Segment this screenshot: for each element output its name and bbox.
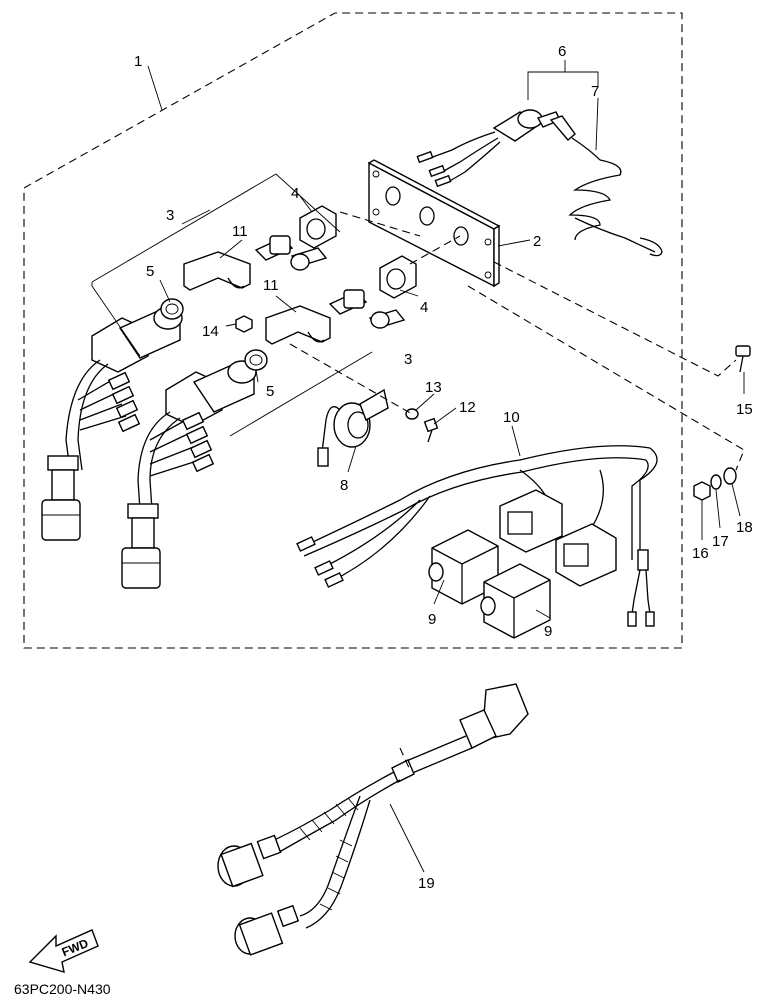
- callout-6: 6: [558, 43, 566, 60]
- construction-line-bracket: [289, 343, 413, 415]
- callout-9-left: 9: [428, 611, 436, 628]
- construction-line-upper: [339, 211, 421, 237]
- switch-panel: [367, 159, 501, 288]
- construction-line-harness: [399, 747, 411, 771]
- bezel-lower: [379, 255, 417, 299]
- main-switch-upper: [41, 306, 183, 541]
- washer-18: [723, 467, 737, 485]
- callout-1: 1: [134, 53, 142, 70]
- callout-5-upper: 5: [146, 263, 154, 280]
- ring-lower: [244, 349, 268, 371]
- callout-8: 8: [340, 477, 348, 494]
- callout-numbers: 1 2 3 3 4 4 5 5 6 7 8 9 9 10 11 11 12 13…: [134, 43, 753, 892]
- stop-switch: [416, 109, 561, 188]
- callout-18: 18: [736, 519, 753, 536]
- construction-line-lower: [409, 235, 461, 265]
- buzzer: [317, 388, 389, 467]
- callout-12: 12: [459, 399, 476, 416]
- construction-line-right-b: [467, 285, 745, 471]
- ring-lower-inner: [249, 354, 263, 366]
- callout-16: 16: [692, 545, 709, 562]
- callout-19: 19: [418, 875, 435, 892]
- construction-line-right-a: [493, 261, 737, 377]
- screw-12: [423, 417, 439, 443]
- nut-14: [235, 315, 253, 333]
- fwd-arrow-icon: FWD: [28, 929, 99, 973]
- extension-harness-19: [217, 683, 529, 956]
- callout-15: 15: [736, 401, 753, 418]
- callout-4-upper: 4: [291, 185, 299, 202]
- assembly-boundary: [23, 12, 683, 649]
- washer-17: [710, 474, 722, 490]
- callout-9-right: 9: [544, 623, 552, 640]
- nut-16: [693, 481, 711, 501]
- bolt-15: [735, 345, 751, 373]
- bracket-upper: [183, 251, 251, 291]
- washer-13: [405, 408, 419, 420]
- callout-2: 2: [533, 233, 541, 250]
- wire-harness-10: [296, 445, 658, 627]
- callout-4-lower: 4: [420, 299, 428, 316]
- bracket-lower: [265, 305, 331, 345]
- leader-lines: [91, 60, 745, 873]
- callout-17: 17: [712, 533, 729, 550]
- bezel-upper: [299, 205, 337, 249]
- callout-11-upper: 11: [232, 223, 248, 240]
- callout-3-upper: 3: [166, 207, 174, 224]
- relay-lower: [480, 563, 551, 639]
- lanyard: [549, 115, 663, 257]
- callout-10: 10: [503, 409, 520, 426]
- ring-upper-inner: [165, 303, 179, 315]
- callout-7: 7: [591, 83, 599, 100]
- callout-5-lower: 5: [266, 383, 274, 400]
- callout-13: 13: [425, 379, 442, 396]
- drawing-code: 63PC200-N430: [14, 981, 111, 997]
- main-switch-lower: [121, 360, 257, 589]
- ring-upper: [160, 298, 184, 320]
- keys-lower: [328, 289, 406, 329]
- keys-upper: [254, 235, 328, 271]
- callout-3-lower: 3: [404, 351, 412, 368]
- callout-14: 14: [202, 323, 219, 340]
- callout-11-lower: 11: [263, 277, 279, 294]
